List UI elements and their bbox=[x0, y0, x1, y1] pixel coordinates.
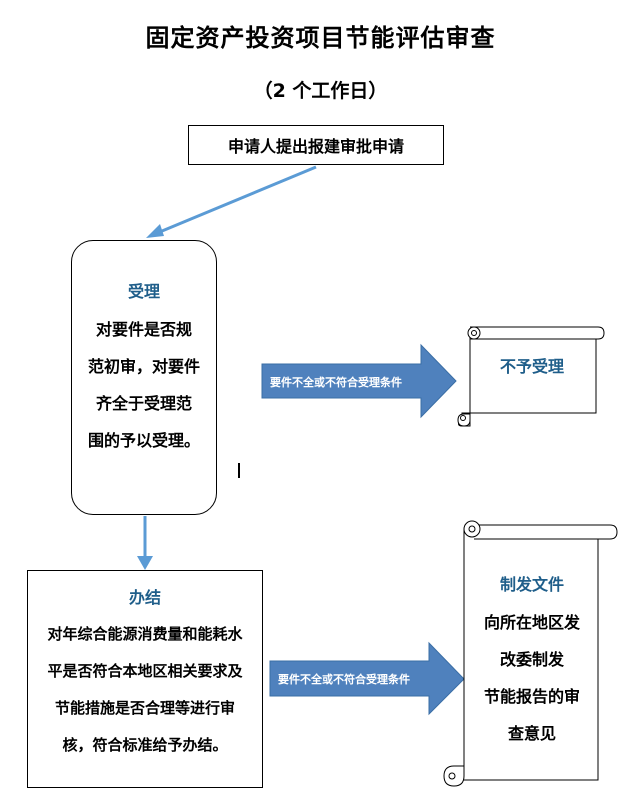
accept-box bbox=[71, 240, 217, 515]
handle-line-1: 对年综合能源消费量和能耗水 bbox=[47, 625, 243, 643]
page-subtitle: （2 个工作日） bbox=[253, 80, 388, 102]
handle-heading: 办结 bbox=[128, 588, 161, 607]
accept-line-1: 对要件是否规 bbox=[95, 320, 192, 339]
issue-scroll bbox=[443, 520, 618, 787]
issue-line-4: 查意见 bbox=[507, 724, 556, 743]
connector-down-arrowhead bbox=[137, 556, 153, 570]
handle-line-4: 核，符合标准给予办结。 bbox=[62, 736, 228, 754]
handle-line-3: 节能措施是否合理等进行审 bbox=[54, 699, 235, 717]
reject-block-arrow bbox=[261, 343, 457, 419]
issue-line-3: 节能报告的审 bbox=[483, 687, 580, 706]
start-label: 申请人提出报建审批申请 bbox=[227, 137, 404, 156]
handle-box bbox=[27, 570, 263, 788]
issue-arrow-label: 要件不全或不符合受理条件 bbox=[278, 673, 410, 686]
issue-block-arrow bbox=[269, 641, 465, 716]
start-box: 申请人提出报建审批申请 bbox=[188, 125, 444, 165]
reject-scroll bbox=[457, 326, 605, 427]
connector-start-to-accept bbox=[149, 165, 317, 238]
reject-arrow-label: 要件不全或不符合受理条件 bbox=[270, 376, 402, 389]
accept-line-2: 范初审，对要件 bbox=[87, 357, 200, 376]
accept-line-3: 齐全于受理范 bbox=[95, 394, 192, 413]
reject-scroll-label: 不予受理 bbox=[499, 357, 564, 376]
page-title: 固定资产投资项目节能评估审查 bbox=[145, 24, 496, 52]
issue-line-2: 改委制发 bbox=[499, 650, 564, 669]
issue-line-1: 向所在地区发 bbox=[483, 613, 580, 632]
accept-heading: 受理 bbox=[127, 282, 160, 301]
connector-start-arrowhead bbox=[146, 224, 164, 238]
issue-scroll-heading: 制发文件 bbox=[499, 575, 564, 594]
handle-line-2: 平是否符合本地区相关要求及 bbox=[47, 662, 243, 680]
accept-line-4: 围的予以受理。 bbox=[87, 431, 200, 450]
